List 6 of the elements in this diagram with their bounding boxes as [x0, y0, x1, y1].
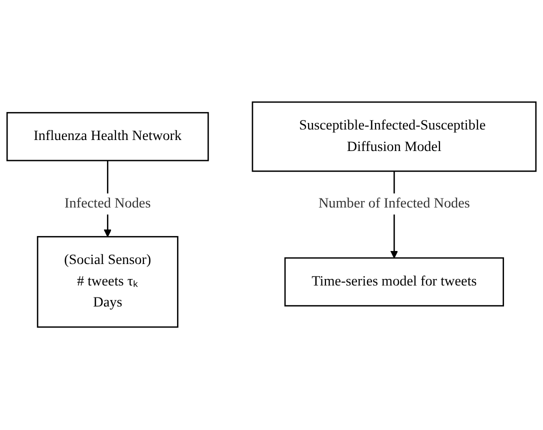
node-box: (Social Sensor) # tweets τₖ Days: [36, 236, 178, 328]
node-box: Susceptible-Infected-Susceptible Diffusion Model: [252, 102, 537, 172]
edge-label: Number of Infected Nodes: [318, 196, 470, 212]
node-box: Influenza Health Network: [6, 112, 209, 162]
node-box: Time-series model for tweets: [284, 258, 504, 307]
edge-label: Infected Nodes: [64, 196, 151, 212]
